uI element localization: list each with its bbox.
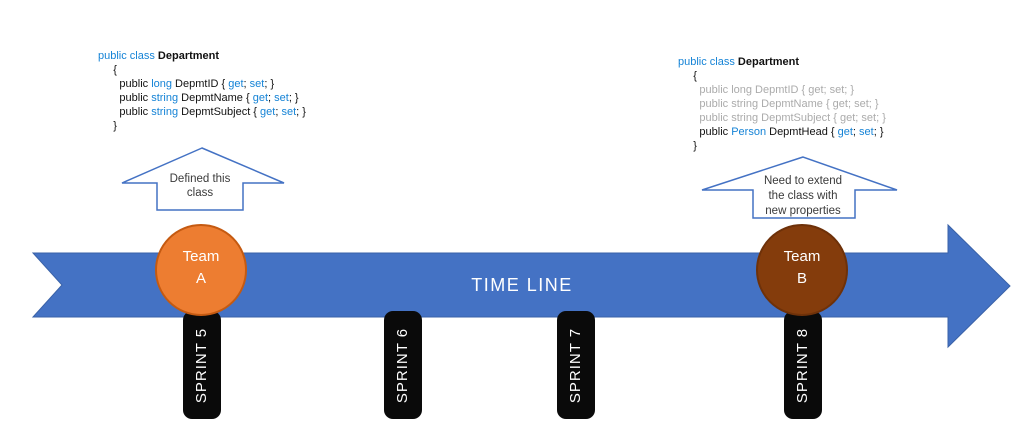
team-b-label: Team B xyxy=(757,246,847,290)
callout-text-extend-class: Need to extend the class with new properti… xyxy=(744,174,862,219)
code-snippet-extended: public class Department { public long De… xyxy=(678,55,886,153)
code-line: public class Department xyxy=(678,56,800,68)
callout-text-line: Defined this xyxy=(169,173,231,185)
callout-up-arrow-team-a xyxy=(121,147,285,211)
callout-text-line: new properties xyxy=(765,205,841,217)
code-line: { xyxy=(98,64,117,76)
team-a-label: Team A xyxy=(156,246,246,290)
code-line: public string DepmtSubject { get; set; } xyxy=(98,106,306,118)
code-line: public Person DepmtHead { get; set; } xyxy=(678,126,884,138)
sprint-5-pill: SPRINT 5 xyxy=(183,311,221,419)
code-line: public string DepmtName { get; set; } xyxy=(678,98,879,110)
code-line: } xyxy=(98,120,117,132)
team-b-label-line2: B xyxy=(796,270,807,287)
code-snippet-original: public class Department { public long De… xyxy=(98,49,306,133)
code-line: } xyxy=(678,140,697,152)
team-a-circle xyxy=(155,224,247,316)
sprint-5-label: SPRINT 5 xyxy=(193,327,211,403)
code-line: { xyxy=(678,70,697,82)
sprint-7-pill: SPRINT 7 xyxy=(557,311,595,419)
sprint-6-pill: SPRINT 6 xyxy=(384,311,422,419)
code-line: public class Department xyxy=(98,50,220,62)
callout-text-line: Need to extend xyxy=(763,175,842,187)
team-b-label-line1: Team xyxy=(783,248,821,265)
sprint-6-label: SPRINT 6 xyxy=(394,327,412,403)
team-a-label-line2: A xyxy=(195,270,206,287)
callout-text-line: class xyxy=(186,186,214,199)
sprint-7-label: SPRINT 7 xyxy=(567,327,585,403)
code-line: public long DepmtID { get; set; } xyxy=(98,78,275,90)
code-line: public string DepmtSubject { get; set; } xyxy=(678,112,886,124)
callout-up-arrow-team-b xyxy=(701,156,898,219)
timeline-title: TIME LINE xyxy=(471,275,573,295)
code-line: public long DepmtID { get; set; } xyxy=(678,84,855,96)
code-line: public string DepmtName { get; set; } xyxy=(98,92,299,104)
sprint-8-pill: SPRINT 8 xyxy=(784,311,822,419)
sprint-8-label: SPRINT 8 xyxy=(794,327,812,403)
team-a-label-line1: Team xyxy=(182,248,220,265)
callout-text-line: the class with xyxy=(768,190,838,202)
team-b-circle xyxy=(756,224,848,316)
